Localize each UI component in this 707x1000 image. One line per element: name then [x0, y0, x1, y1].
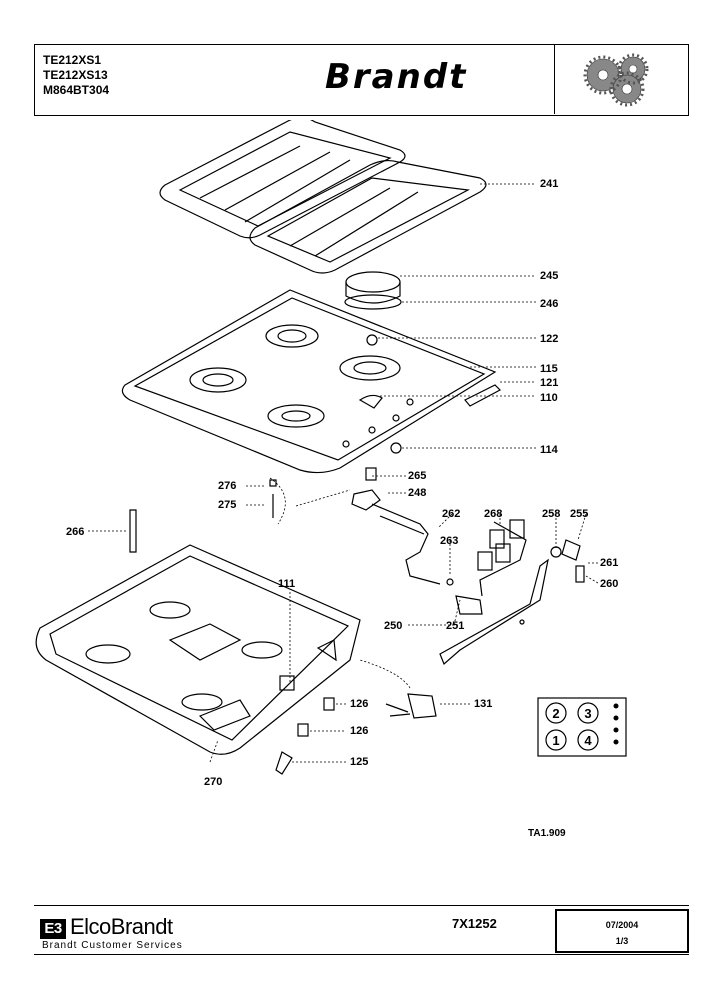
part-number-label: 261	[600, 557, 619, 569]
part-number-label: 241	[540, 178, 559, 190]
leader-lines	[88, 183, 599, 763]
model-number: TE212XS13	[43, 68, 108, 82]
part-number-label: 245	[540, 270, 559, 282]
part-number-label: 270	[204, 776, 223, 788]
model-list: TE212XS1 TE212XS13 M864BT304	[43, 53, 109, 98]
part-number-label: 266	[66, 526, 85, 538]
title-block: TE212XS1 TE212XS13 M864BT304 Brandt	[34, 44, 689, 116]
part-number-label: 268	[484, 508, 503, 520]
part-number-label: 111	[278, 578, 296, 590]
part-number-label: 251	[446, 620, 465, 632]
company-mark: E3	[40, 919, 66, 939]
part-number-label: 258	[542, 508, 561, 520]
brand-logo: Brandt	[325, 57, 468, 97]
burner-number: 1	[552, 733, 559, 748]
doc-date: 07/2004	[605, 920, 639, 930]
model-number: TE212XS1	[43, 53, 102, 67]
part-number-label: 262	[442, 508, 461, 520]
hob-top-plate	[121, 289, 501, 474]
part-number-label: 126	[350, 725, 369, 737]
part-number-label: 121	[540, 377, 559, 389]
drawing-reference: TA1.909	[528, 828, 566, 839]
page-number: 1/3	[615, 936, 629, 946]
part-number-label: 110	[540, 392, 558, 404]
valve-assembly	[129, 467, 585, 666]
gears-icon	[583, 53, 649, 107]
service-name: Brandt Customer Services	[42, 940, 183, 951]
part-number-label: 122	[540, 333, 559, 345]
pan-support-grids	[159, 120, 487, 274]
small-parts	[275, 693, 437, 775]
part-number-label: 276	[218, 480, 237, 492]
part-number-label: 246	[540, 298, 559, 310]
document-number: 7X1252	[452, 916, 497, 931]
burner-number: 4	[584, 733, 592, 748]
company-name: ElcoBrandt	[70, 914, 173, 939]
part-number-label: 115	[540, 363, 558, 375]
part-number-label: 260	[600, 578, 619, 590]
base-tray	[35, 544, 361, 755]
part-number-label: 114	[540, 444, 558, 456]
part-number-label: 125	[350, 756, 369, 768]
part-number-label: 255	[570, 508, 589, 520]
part-number-label: 248	[408, 487, 427, 499]
part-number-label: 250	[384, 620, 403, 632]
part-number-label: 131	[474, 698, 493, 710]
burner-cap	[344, 271, 402, 310]
model-number: M864BT304	[43, 83, 110, 97]
part-number-label: 265	[408, 470, 427, 482]
doc-info-box: 07/2004 1/3	[555, 909, 689, 953]
burner-number: 2	[552, 706, 559, 721]
part-number-label: 126	[350, 698, 369, 710]
part-number-label: 275	[218, 499, 237, 511]
exploded-view-drawing: 2 3 1 4	[35, 120, 627, 775]
burner-layout-key: 2 3 1 4	[537, 697, 627, 757]
gears-logo-box	[554, 45, 688, 114]
burner-number: 3	[584, 706, 591, 721]
part-number-label: 263	[440, 535, 459, 547]
